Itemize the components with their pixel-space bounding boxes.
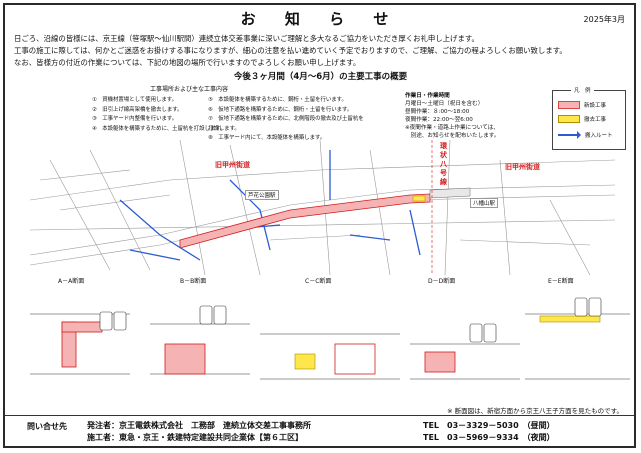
legend-title: 凡 例 <box>571 86 594 94</box>
station-label: 芦花公園駅 <box>245 190 279 200</box>
map-drawing <box>29 139 616 276</box>
orderer: 発注者：京王電鉄株式会社 工務部 連続立体交差工事事務所 <box>87 421 311 430</box>
tel-night: TEL 03－5969－9334 （夜間） <box>423 433 555 442</box>
road-label: 旧甲州街道 <box>505 163 540 171</box>
legend-removal-label: 撤去工事 <box>584 117 607 123</box>
work-item: ④ 本設躯体を構築するために、土留杭を打設します。 <box>92 125 226 132</box>
inquiry-label: 問い合せ先 <box>27 422 67 431</box>
work-item: ② 旧引上げ線高架橋を撤去します。 <box>92 106 183 113</box>
work-hours: 作業日・作業時間 月曜日～土曜日（祝日を含む） 昼間作業：８:00～18:00 … <box>405 92 540 140</box>
legend-route: 搬入ルート <box>558 131 613 139</box>
work-item: ⑥ 仮地下通路を構築するために、鋼桁・土留を行います。 <box>208 106 353 113</box>
cross-sections: A－A断面 B－B断面 C－C断面 D－D断面 E－E断面 <box>0 276 641 396</box>
legend-route-label: 搬入ルート <box>585 133 613 139</box>
footer: 問い合せ先 発注者：京王電鉄株式会社 工務部 連続立体交差工事事務所 施工者：東… <box>5 401 636 446</box>
legend-new-label: 新設工事 <box>584 103 607 109</box>
new-work-swatch <box>558 101 580 109</box>
page-frame <box>3 3 636 448</box>
intro-line: 工事の施工に際しては、何かとご迷惑をお掛けする事になりますが、細心の注意を払い進… <box>14 46 567 55</box>
page-title: お 知 ら せ <box>240 10 401 28</box>
station-label: 八幡山駅 <box>470 198 499 208</box>
work-item: ⑤ 本設躯体を構築するために、鋼桁・土留を行います。 <box>208 97 347 103</box>
work-item: ① 資機材置場として使用します。 <box>92 97 177 103</box>
works-col-right: ⑤ 本設躯体を構築するために、鋼桁・土留を行います。 ⑥ 仮地下通路を構築するた… <box>208 96 368 144</box>
legend-new: 新設工事 <box>558 101 606 109</box>
work-hours-line: 昼間作業：８:00～18:00 <box>405 109 470 115</box>
contractor: 施工者：東急・京王・鉄建特定建設共同企業体【第６工区】 <box>87 433 303 442</box>
section-label: D－D断面 <box>428 278 456 285</box>
intro-text: 日ごろ、沿線の皆様には、京王線（笹塚駅～仙川駅間）連続立体交差事業に深いご理解と… <box>14 33 629 69</box>
removal-swatch <box>558 115 580 123</box>
section-label: E－E断面 <box>548 278 574 285</box>
route-arrow-icon <box>558 131 581 139</box>
intro-line: なお、皆様方の付近の作業については、下記の地図の場所で行いますのでよろしくお願い… <box>14 58 361 67</box>
work-item: ③ 工事ヤード内整備を行います。 <box>92 116 178 122</box>
footer-divider <box>5 415 636 416</box>
section-label: A－A断面 <box>58 278 85 285</box>
sections-drawing <box>30 297 630 380</box>
legend: 凡 例 新設工事 撤去工事 搬入ルート <box>552 86 626 150</box>
section-label: B－B断面 <box>180 278 207 285</box>
section-note: ※ 断面図は、新宿方面から京王八王子方面を見たものです。 <box>447 407 623 415</box>
road-label: 旧甲州街道 <box>215 161 250 169</box>
site-map: 旧甲州街道 環状八号線 旧甲州街道 芦花公園駅 八幡山駅 <box>29 139 616 276</box>
section-subtitle: 今後３ヶ月間（4月～6月）の主要工事の概要 <box>233 72 408 82</box>
work-hours-line: ※夜間作業・道路上作業については、 <box>405 125 499 131</box>
work-hours-heading: 作業日・作業時間 <box>405 93 450 99</box>
tel-daytime: TEL 03－3329－5030 （昼間） <box>423 421 555 430</box>
work-hours-line: 月曜日～土曜日（祝日を含む） <box>405 101 484 107</box>
section-label: C－C断面 <box>305 278 332 285</box>
issue-date: 2025年3月 <box>583 15 625 24</box>
works-heading: 工事場所および主な工事内容 <box>150 86 229 93</box>
work-item: ⑧ 工事ヤード内にて、本設躯体を構築します。 <box>208 135 326 141</box>
road-label: 環状八号線 <box>440 142 447 186</box>
work-item: ⑦ 仮地下通路を構築するために、北側階段の撤去及び土留杭を打設します。 <box>208 116 364 132</box>
works-col-left: ① 資機材置場として使用します。 ② 旧引上げ線高架橋を撤去します。 ③ 工事ヤ… <box>92 96 252 134</box>
work-hours-line: 別途、お知らせを配布いたします。 <box>405 133 500 139</box>
legend-removal: 撤去工事 <box>558 115 606 123</box>
work-hours-line: 夜間作業：22:00～翌6:00 <box>405 117 473 123</box>
intro-line: 日ごろ、沿線の皆様には、京王線（笹塚駅～仙川駅間）連続立体交差事業に深いご理解と… <box>14 34 479 43</box>
